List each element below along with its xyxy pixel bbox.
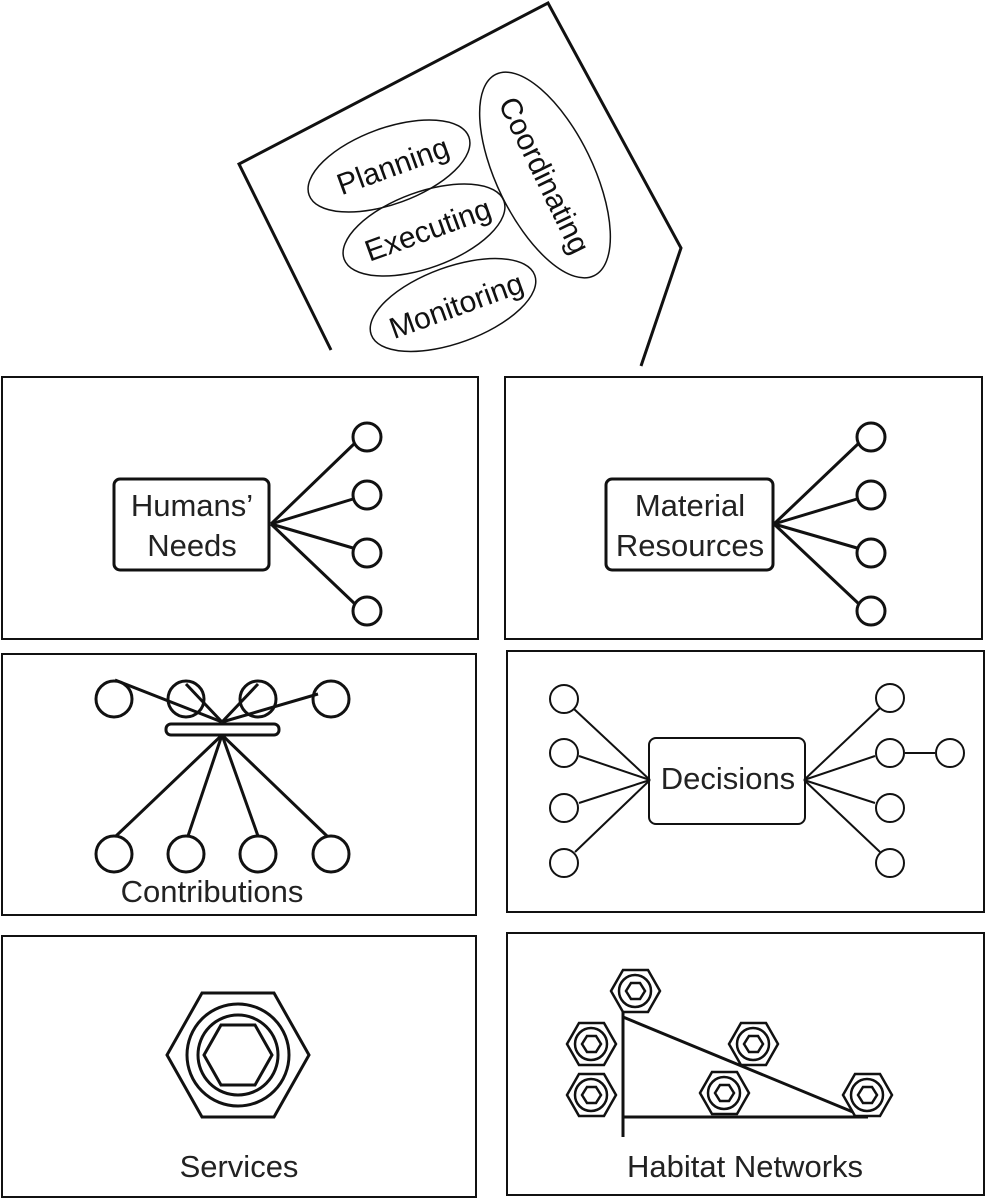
decisions-right-node bbox=[875, 738, 905, 768]
decisions-left-node bbox=[549, 793, 579, 823]
decisions-left-lines bbox=[573, 708, 651, 853]
humans-needs-label-line2: Needs bbox=[147, 528, 237, 563]
contributions-bottom-node bbox=[166, 834, 206, 874]
contributions-bottom-node bbox=[311, 834, 351, 874]
habitat-node bbox=[609, 968, 662, 1014]
decisions-label: Decisions bbox=[661, 761, 795, 796]
material-resources-node bbox=[855, 479, 887, 511]
contributions-label: Contributions bbox=[121, 874, 304, 909]
decisions-right-node bbox=[875, 683, 905, 713]
decisions-left-node bbox=[549, 848, 579, 878]
panel-humans-needs bbox=[1, 376, 479, 640]
contributions-top-node bbox=[166, 679, 206, 719]
habitat-node bbox=[841, 1072, 894, 1118]
contributions-top-node bbox=[94, 679, 134, 719]
material-resources-label-line2: Resources bbox=[616, 528, 764, 563]
contributions-lower-lines bbox=[114, 733, 330, 839]
contributions-top-node bbox=[311, 679, 351, 719]
material-resources-box bbox=[604, 477, 775, 572]
services-label: Services bbox=[180, 1149, 299, 1184]
humans-needs-node bbox=[351, 479, 383, 511]
oval-monitoring-label: Monitoring bbox=[385, 267, 528, 346]
contributions-bottom-node bbox=[94, 834, 134, 874]
banner-outline bbox=[237, 0, 683, 367]
humans-needs-box bbox=[112, 477, 271, 572]
panel-material-resources bbox=[504, 376, 983, 640]
decisions-right-node bbox=[875, 848, 905, 878]
contributions-bar bbox=[164, 722, 281, 737]
material-resources-node bbox=[855, 595, 887, 627]
panel-decisions bbox=[506, 650, 985, 913]
humans-needs-label-line1: Humans’ bbox=[131, 488, 253, 523]
habitat-node bbox=[565, 1021, 618, 1067]
decisions-right-lines bbox=[803, 707, 935, 853]
panel-contributions bbox=[1, 653, 477, 916]
habitat-node bbox=[727, 1021, 780, 1067]
coordination-banner bbox=[237, 0, 683, 367]
decisions-extra-node bbox=[935, 738, 965, 768]
humans-needs-node bbox=[351, 595, 383, 627]
humans-needs-connectors bbox=[269, 441, 357, 606]
oval-executing-label: Executing bbox=[361, 192, 496, 268]
material-resources-node bbox=[855, 421, 887, 453]
decisions-left-node bbox=[549, 684, 579, 714]
material-resources-connectors bbox=[772, 441, 861, 606]
oval-coordinating: Coordinating bbox=[478, 71, 612, 279]
contributions-top-node bbox=[238, 679, 278, 719]
habitat-networks-label: Habitat Networks bbox=[627, 1149, 863, 1184]
services-hex-nut-icon bbox=[165, 991, 311, 1119]
material-resources-node bbox=[855, 537, 887, 569]
habitat-node bbox=[565, 1072, 618, 1118]
material-resources-label-line1: Material bbox=[635, 488, 745, 523]
decisions-left-node bbox=[549, 738, 579, 768]
habitat-network-lines bbox=[621, 1012, 868, 1137]
humans-needs-node bbox=[351, 421, 383, 453]
decisions-right-node bbox=[875, 793, 905, 823]
oval-coordinating-label: Coordinating bbox=[492, 92, 596, 259]
humans-needs-node bbox=[351, 537, 383, 569]
contributions-bottom-node bbox=[238, 834, 278, 874]
panel-habitat-networks bbox=[506, 932, 985, 1196]
panel-services bbox=[1, 935, 477, 1198]
contributions-upper-lines bbox=[114, 678, 319, 724]
habitat-node bbox=[698, 1070, 751, 1116]
